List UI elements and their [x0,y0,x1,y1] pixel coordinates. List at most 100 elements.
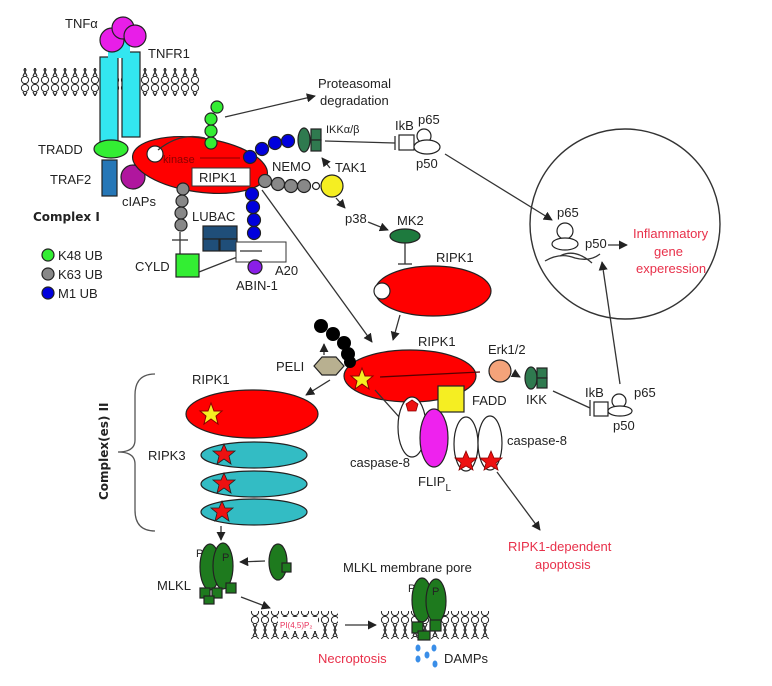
mlkl-monomer [268,543,292,581]
fadd-label: FADD [472,393,507,408]
degradation-arrow [224,93,316,118]
mlkl-label: MLKL [157,578,191,593]
legend-m1-swatch [41,286,55,300]
erk-protein [488,359,512,383]
nucleus-p65-label: p65 [557,205,579,220]
tak1-label: TAK1 [335,160,367,175]
k63-ubiquitin-chain [174,173,321,232]
flip-label: FLIPL [418,474,451,494]
tradd-protein [93,139,129,159]
ikb-top-label: IkB [395,118,414,133]
nfkb-complex-bottom [593,393,633,417]
k48-ubiquitin-chain [204,100,224,150]
cyld-label: CYLD [135,259,170,274]
mk2-label: MK2 [397,213,424,228]
mlkl-p-label-1: P [196,548,203,560]
damps-label: DAMPs [444,651,489,666]
ripk1-active-label: RIPK1 [418,334,456,349]
legend-k48-label: K48 UB [58,248,103,263]
caspase8-left-label: caspase-8 [350,455,410,470]
ikk-complex [297,127,322,153]
complex1-label: Complex I [33,210,100,224]
ikk-bottom-label: IKK [526,392,547,407]
nfkb-complex-top [398,128,441,155]
ripk1-complex1-label: RIPK1 [199,170,237,185]
abin1-label: ABIN-1 [236,278,278,293]
caspase8-right [453,415,504,472]
mlkl-phospho-oligomer [199,542,237,605]
apoptosis-arrow [496,471,541,531]
tnfr1-label: TNFR1 [148,46,190,61]
ripk1-free [374,265,492,317]
p50-top-label: p50 [416,156,438,171]
nfkb-to-nucleus-arrow [444,153,553,221]
cyld-protein [175,253,200,278]
pip2-label: PI(4,5)P₂ [280,621,312,630]
peli-label: PELI [276,359,304,374]
ciaps-label: cIAPs [122,194,156,209]
a20-protein [235,241,287,263]
ripk3-label: RIPK3 [148,448,186,463]
p38-label: p38 [345,211,367,226]
complex2-bracket [117,373,156,532]
p65-top-label: p65 [418,112,440,127]
complex1-to-ripk1-arrow [261,189,373,343]
caspase8-right-label: caspase-8 [507,433,567,448]
lubac-label: LUBAC [192,209,235,224]
proteasomal-label-2: degradation [320,93,389,108]
complex2-ripk1-label: RIPK1 [192,372,230,387]
nemo-label: NEMO [272,159,311,174]
ikk-inhibits-ikb [324,140,396,144]
tak1-to-p38-arrow [335,197,346,209]
flip-protein [419,408,449,468]
inflammatory-label-1: Inflammatory [633,226,709,241]
legend-m1-label: M1 UB [58,286,98,301]
ikk-protein-bottom [524,366,548,390]
tak1-to-ikk-arrow [321,157,331,169]
necroptosis-label: Necroptosis [318,651,387,666]
inflammatory-label-3: experession [636,261,706,276]
pore-p-label-1: P [408,583,415,595]
inflammatory-label-2: gene [654,244,683,259]
erk-label: Erk1/2 [488,342,526,357]
ikk-alpha-beta-label: IKKα/β [326,124,359,136]
tnf-alpha-ligand [99,16,147,53]
nucleus-p50-label: p50 [585,236,607,251]
ciaps-protein [120,164,146,190]
nfkb-in-nucleus [544,222,601,264]
p50-bottom-label: p50 [613,418,635,433]
nucleus [529,128,721,320]
proteasomal-label-1: Proteasomal [318,76,391,91]
traf2-protein [101,159,118,197]
legend-k48-swatch [41,248,55,262]
ikb-bottom-label: IkB [585,385,604,400]
tradd-label: TRADD [38,142,83,157]
damps-particles [415,644,438,668]
apoptosis-label-1: RIPK1-dependent [508,539,612,554]
a20-label: A20 [275,263,298,278]
ubiquitin-legend: K48 UB K63 UB M1 UB [41,248,103,301]
traf2-label: TRAF2 [50,172,91,187]
p65-bottom-label: p65 [634,385,656,400]
legend-k63-swatch [41,267,55,281]
caspase8-left [397,396,427,458]
tnfr1-receptor [99,40,141,143]
pore-p-label-2: P [432,586,439,598]
ripk1-free-label: RIPK1 [436,250,474,265]
apoptosis-label-2: apoptosis [535,557,591,572]
nfkb-bottom-to-nucleus-arrow [598,261,621,385]
ripk1-complex1: kinase RIPK1 [131,135,269,194]
kinase-domain-label: kinase [163,154,195,166]
ubiquitin-chain-peli [314,319,356,368]
mlkl-membrane-pore [411,577,447,641]
mlkl-pore-label: MLKL membrane pore [343,560,472,575]
ripk1-to-complex2-arrow [305,379,331,396]
peli-protein [313,356,345,376]
mk2-protein [389,228,421,244]
ripk1-complex2 [185,389,319,439]
lubac-complex [202,225,238,252]
dna-strand [544,252,601,264]
tak1-protein [320,174,344,198]
complex2-label: Complex(es) II [97,403,111,501]
